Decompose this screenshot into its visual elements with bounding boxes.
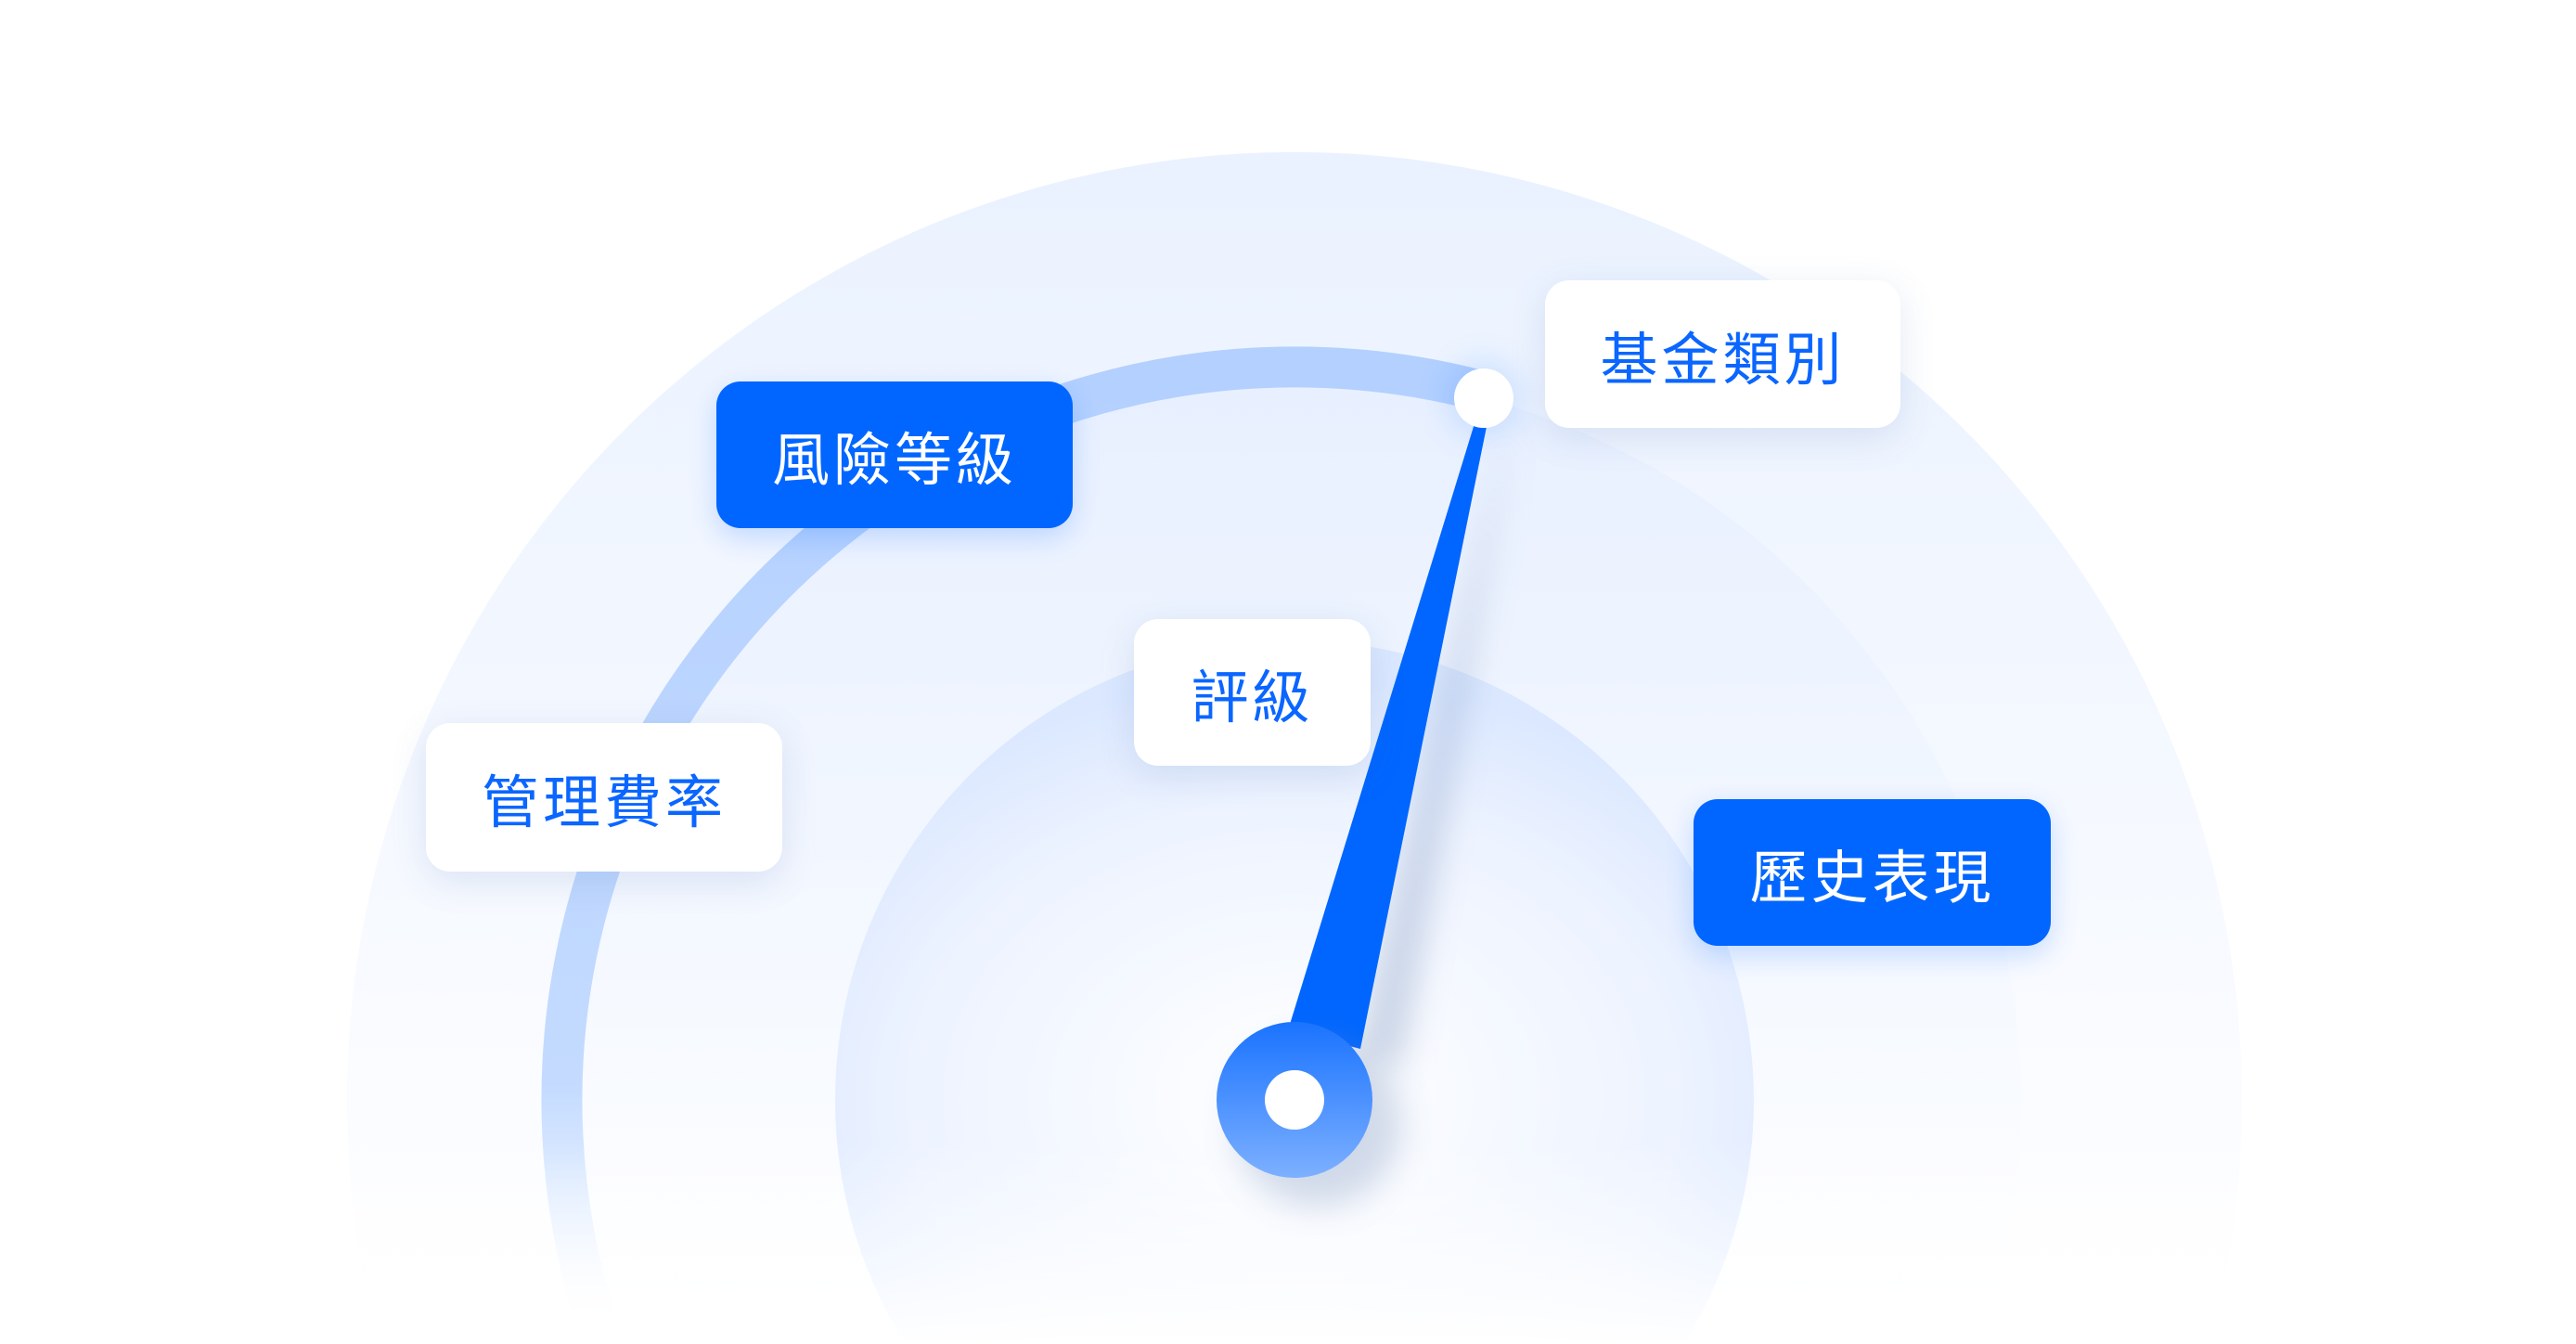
label-fund-category: 基金類別 <box>1545 280 1900 428</box>
gauge-needle <box>1288 408 1490 1049</box>
hub-center-dot <box>1265 1070 1324 1130</box>
needle-tip-dot <box>1454 368 1513 428</box>
label-historical-performance: 歷史表現 <box>1694 799 2051 946</box>
label-rating: 評級 <box>1134 619 1371 766</box>
label-risk-level: 風險等級 <box>716 381 1073 528</box>
label-management-fee: 管理費率 <box>426 723 782 872</box>
